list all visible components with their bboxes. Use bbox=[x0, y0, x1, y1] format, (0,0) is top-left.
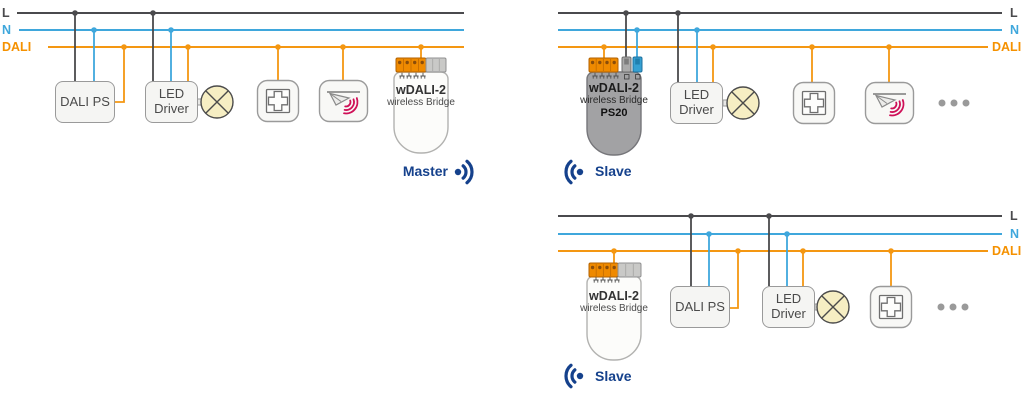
bridge-title: wDALI-2 bbox=[396, 83, 446, 97]
bridge-subtitle: wireless Bridge bbox=[580, 95, 648, 106]
terminal-block-aux bbox=[617, 262, 642, 278]
slave-top-bridge-text: wDALI-2 wireless Bridge PS20 bbox=[578, 82, 650, 120]
wireless-signal-icon bbox=[453, 159, 474, 185]
slave-bottom-bus-label-l: L bbox=[1010, 209, 1018, 223]
slave-bottom-bus-label-n: N bbox=[1010, 227, 1020, 241]
bridge-subtitle: wireless Bridge bbox=[580, 303, 648, 314]
led-driver-box: LED Driver bbox=[762, 286, 815, 328]
terminal-block-dali bbox=[395, 57, 427, 73]
presence-sensor-icon bbox=[864, 81, 915, 125]
led-driver-box: LED Driver bbox=[145, 81, 198, 123]
ellipsis-icon bbox=[937, 303, 969, 311]
da-terminal-markings bbox=[591, 72, 641, 80]
led-driver-label: LED Driver bbox=[679, 87, 714, 117]
dali-ps-label: DALI PS bbox=[675, 298, 725, 314]
bridge-subtitle: wireless Bridge bbox=[387, 97, 455, 108]
bridge-body bbox=[586, 275, 642, 361]
slave-top-wire-drops bbox=[601, 10, 892, 82]
ellipsis-icon bbox=[938, 99, 970, 107]
lamp-icon bbox=[726, 86, 760, 120]
slave-top-bus-lines bbox=[558, 12, 1002, 48]
master-bus-label-dali: DALI bbox=[2, 40, 32, 54]
presence-sensor-icon bbox=[318, 79, 369, 123]
led-driver-box: LED Driver bbox=[670, 82, 723, 124]
slave-top-bus-label-l: L bbox=[1010, 6, 1018, 20]
slave-bottom-role-label: Slave bbox=[595, 368, 632, 384]
slave-top-role-label: Slave bbox=[595, 163, 632, 179]
bridge-body bbox=[586, 71, 642, 156]
wireless-signal-icon bbox=[564, 363, 585, 389]
slave-top-bus-label-dali: DALI bbox=[992, 40, 1022, 54]
slave-top-bridge-device bbox=[586, 56, 643, 156]
terminal-block-dali bbox=[588, 262, 619, 278]
master-role-label: Master bbox=[402, 163, 448, 179]
slave-bottom-bridge-text: wDALI-2 wireless Bridge bbox=[578, 290, 650, 315]
terminal-block-dali bbox=[588, 57, 619, 73]
master-bridge-text: wDALI-2 wireless Bridge bbox=[385, 84, 457, 109]
slave-bottom-bus-label-dali: DALI bbox=[992, 244, 1022, 258]
bridge-title: wDALI-2 bbox=[589, 81, 639, 95]
dali-ps-box: DALI PS bbox=[670, 286, 730, 328]
lamp-icon bbox=[816, 290, 850, 324]
bridge-variant: PS20 bbox=[600, 107, 628, 119]
led-driver-label: LED Driver bbox=[771, 291, 806, 321]
terminal-block-aux bbox=[425, 57, 447, 73]
lamp-icon bbox=[200, 85, 234, 119]
master-wire-drops bbox=[72, 10, 424, 103]
pushbutton-icon bbox=[256, 79, 300, 123]
master-bus-label-n: N bbox=[2, 23, 12, 37]
wireless-signal-icon bbox=[564, 159, 585, 185]
slave-bottom-wire-drops bbox=[611, 213, 894, 309]
dali-ps-box: DALI PS bbox=[55, 81, 115, 123]
master-bus-lines bbox=[17, 12, 464, 48]
dali-ps-label: DALI PS bbox=[60, 93, 110, 109]
master-bridge-device bbox=[393, 57, 449, 154]
slave-top-bus-label-n: N bbox=[1010, 23, 1020, 37]
pushbutton-icon bbox=[792, 81, 836, 125]
bridge-body bbox=[393, 71, 449, 154]
pushbutton-icon bbox=[869, 285, 913, 329]
bridge-title: wDALI-2 bbox=[589, 289, 639, 303]
led-driver-label: LED Driver bbox=[154, 86, 189, 116]
master-bus-label-l: L bbox=[2, 6, 10, 20]
terminal-l bbox=[621, 56, 632, 73]
slave-bottom-bridge-device bbox=[586, 262, 642, 361]
slave-bottom-bus-lines bbox=[558, 215, 1002, 252]
terminal-n bbox=[632, 56, 643, 73]
